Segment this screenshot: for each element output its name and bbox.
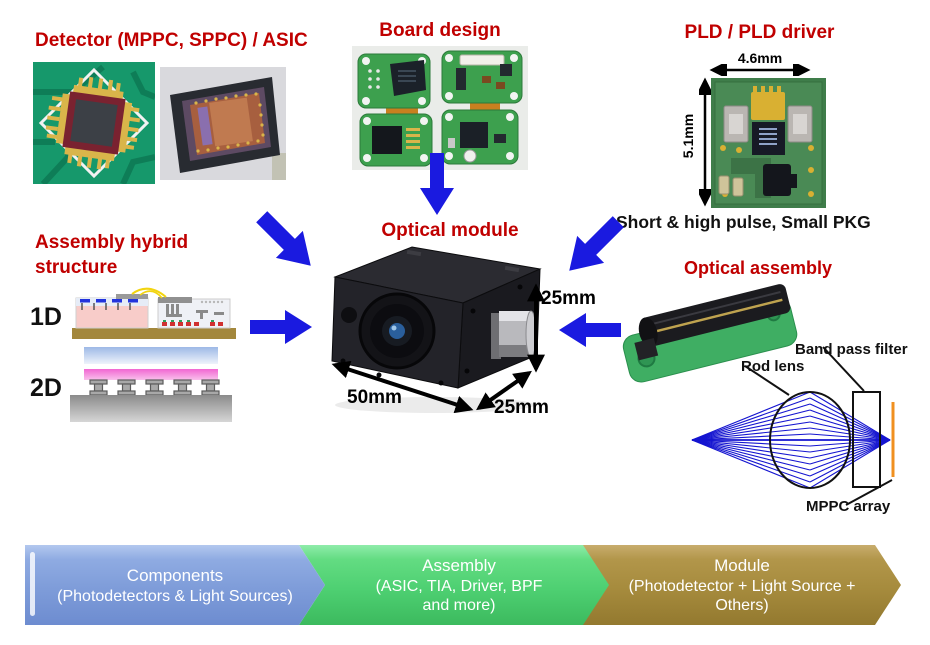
ray-diagram xyxy=(691,346,895,506)
flow-step-subtitle: (Photodetector + Light Source + Others) xyxy=(628,578,856,614)
detector-chip-photo-2 xyxy=(160,67,286,180)
board-design-title: Board design xyxy=(379,20,501,41)
detector-title: Detector (MPPC, SPPC) / ASIC xyxy=(35,30,308,51)
pld-driver-photo xyxy=(711,78,826,208)
pld-height-dim-label: 5.1mm xyxy=(680,113,696,159)
flow-step-subtitle: (Photodetectors & Light Sources) xyxy=(57,587,293,605)
flow-step-module: Module (Photodetector + Light Source + O… xyxy=(573,545,901,625)
flow-bevel-highlight xyxy=(30,552,35,616)
optical-module-photo xyxy=(331,246,542,413)
arrow-detector-to-module-icon xyxy=(246,201,328,283)
detector-chip-photo-1 xyxy=(33,62,155,184)
optical-module-title: Optical module xyxy=(381,220,519,241)
module-depth-dim-label: 25mm xyxy=(494,397,549,418)
arrow-hybrid-to-module-icon xyxy=(250,307,314,347)
arrow-pld-to-module-icon xyxy=(552,206,634,288)
hybrid-1d-label: 1D xyxy=(30,303,62,331)
band-pass-filter-label: Band pass filter xyxy=(795,341,908,358)
module-height-dim-label: 25mm xyxy=(541,288,596,309)
hybrid-2d-diagram xyxy=(70,347,232,422)
flow-step-title: Components xyxy=(126,565,224,585)
pld-title: PLD / PLD driver xyxy=(684,22,835,43)
arrow-board-to-module-icon xyxy=(417,153,457,217)
mppc-array-label: MPPC array xyxy=(806,498,891,515)
module-width-dim-label: 50mm xyxy=(347,387,402,408)
flow-step-title: Assembly xyxy=(422,556,496,575)
pld-height-dim-arrow xyxy=(699,77,711,207)
optical-module-dim-arrows xyxy=(331,283,545,414)
optical-assembly-title: Optical assembly xyxy=(683,258,833,278)
flow-step-components: Components (Photodetectors & Light Sourc… xyxy=(25,545,325,625)
hybrid-2d-label: 2D xyxy=(30,374,62,402)
flow-step-title: Module xyxy=(714,556,770,575)
arrow-optics-to-module-icon xyxy=(557,310,621,350)
assembly-hybrid-title: Assembly hybrid structure xyxy=(35,232,189,278)
flow-step-assembly: Assembly (ASIC, TIA, Driver, BPF and mor… xyxy=(299,545,609,625)
board-design-photo xyxy=(352,46,528,170)
hybrid-1d-diagram xyxy=(72,287,236,339)
pld-width-dim-label: 4.6mm xyxy=(737,50,783,66)
flow-step-subtitle: (ASIC, TIA, Driver, BPF and more) xyxy=(375,578,543,614)
pld-caption: Short & high pulse, Small PKG xyxy=(616,212,871,232)
pld-width-dim-arrow xyxy=(709,64,811,76)
process-flow: Components (Photodetectors & Light Sourc… xyxy=(25,545,891,625)
rod-lens-photo xyxy=(622,284,798,383)
rod-lens-label: Rod lens xyxy=(741,358,805,375)
